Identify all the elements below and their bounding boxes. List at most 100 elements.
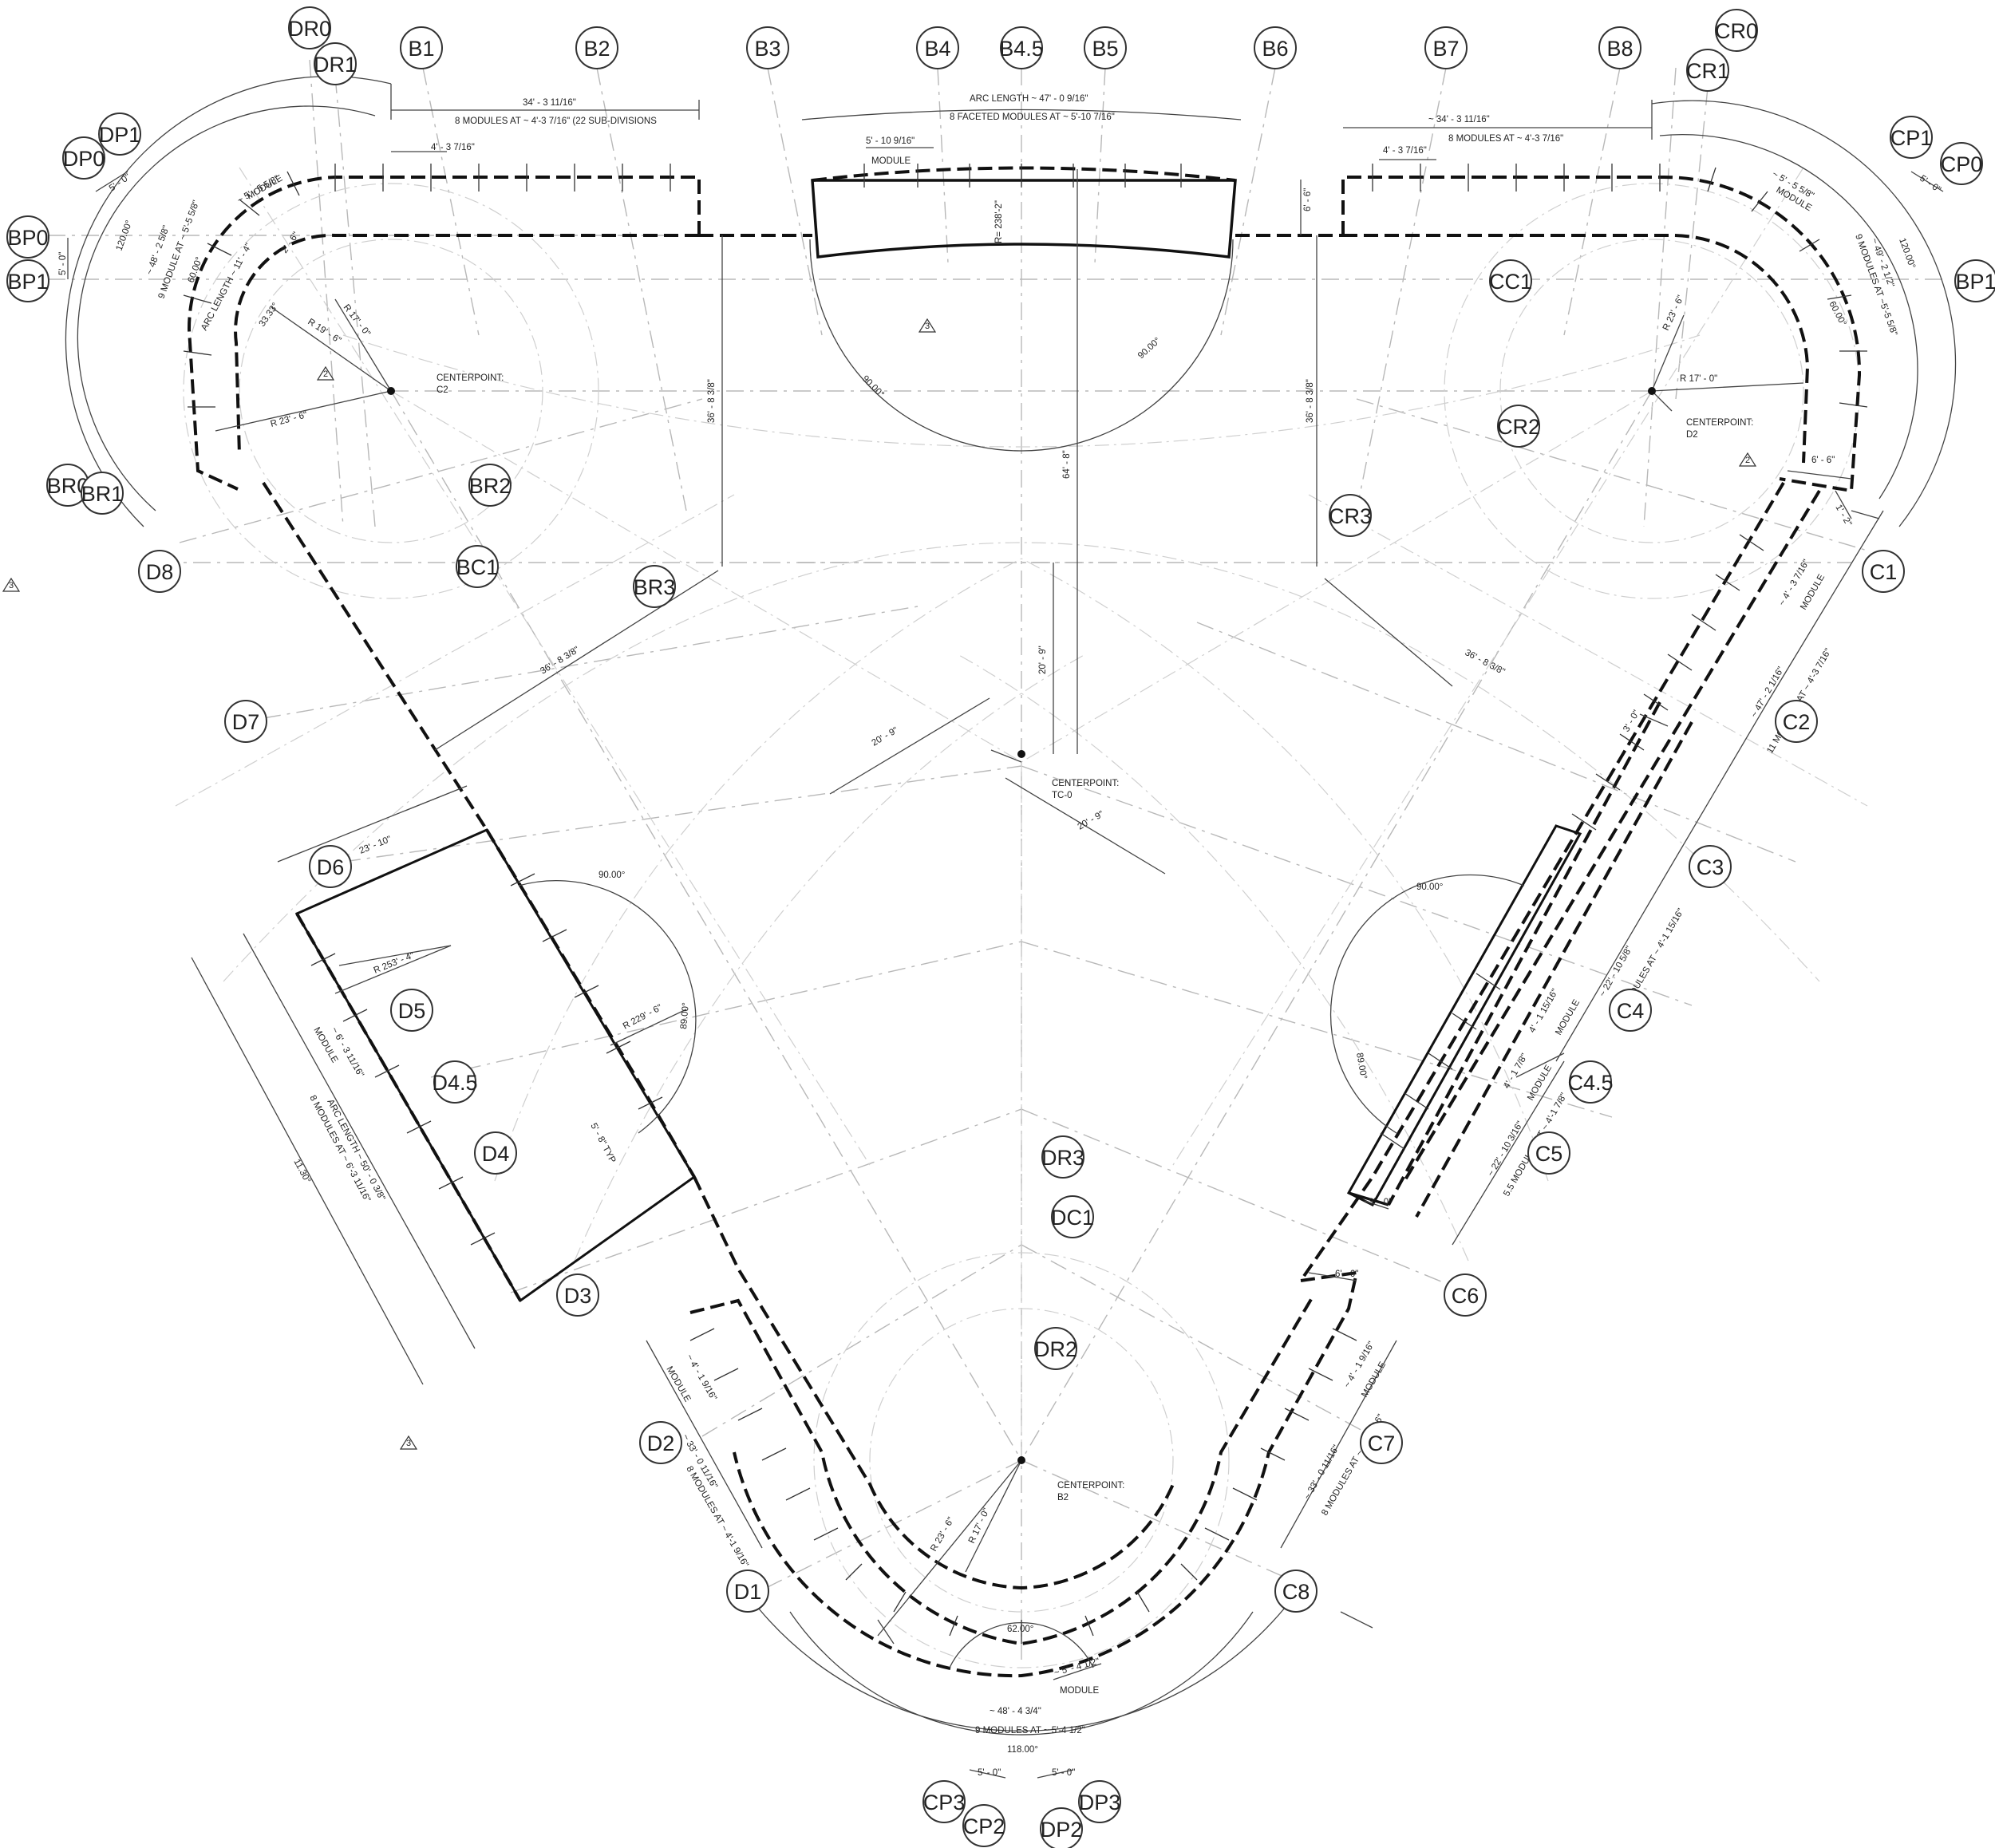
grid-bubble-cr0: CR0 — [1715, 9, 1758, 52]
note-top-right-length: ~ 34' - 3 11/16" — [1428, 115, 1490, 124]
note-cp-d2-a: CENTERPOINT: — [1686, 418, 1753, 428]
note-6-6-lower: 6' - 6" — [1335, 1270, 1358, 1279]
grid-bubble-dr3: DR3 — [1041, 1135, 1084, 1179]
note-90-top-left: 90.00° — [860, 374, 886, 400]
grid-bubble-label: B1 — [408, 37, 434, 61]
grid-bubble-label: CP3 — [923, 1791, 966, 1814]
revision-tag: 3 — [399, 1435, 418, 1450]
grid-bubble-cr2: CR2 — [1497, 405, 1540, 448]
grid-bubble-label: CP2 — [963, 1814, 1005, 1838]
grid-bubble-label: B4.5 — [999, 37, 1044, 61]
note-120-right: 120.00° — [1897, 237, 1917, 270]
grid-bubble-d4-5: D4.5 — [432, 1060, 478, 1104]
grid-bubble-c8: C8 — [1274, 1570, 1317, 1613]
note-r23-6-right: R 23' - 6" — [1661, 294, 1686, 332]
note-89-right: 89.00° — [1354, 1052, 1369, 1080]
grid-bubble-cp3: CP3 — [922, 1780, 966, 1823]
svg-text:3: 3 — [9, 581, 14, 590]
note-11-30: 11.30° — [291, 1158, 312, 1185]
module-ticks — [183, 164, 1868, 1644]
grid-bubble-label: CC1 — [1489, 270, 1532, 294]
grid-bubble-bc1: BC1 — [456, 545, 499, 588]
dimensions — [65, 76, 1957, 1779]
grid-bubble-c4: C4 — [1609, 989, 1652, 1032]
grid-bubble-label: CR0 — [1715, 19, 1758, 43]
grid-bubble-br2: BR2 — [468, 464, 512, 507]
note-top-right-sub: 4' - 3 7/16" — [1383, 146, 1427, 156]
note-c-sub-b: 4' - 1 15/16" — [1527, 987, 1560, 1034]
grid-bubble-label: D3 — [564, 1284, 592, 1308]
grid-bubble-dc1: DC1 — [1051, 1195, 1094, 1238]
grid-bubble-label: D6 — [317, 855, 345, 879]
grid-bubble-label: B2 — [583, 37, 610, 61]
grid-bubble-label: DR0 — [288, 17, 331, 41]
grid-bubble-d4: D4 — [474, 1131, 517, 1175]
note-1-2: 1' - 2" — [1833, 503, 1853, 528]
note-r229: R 229' - 6" — [622, 1003, 664, 1032]
note-5-0-top-right: 5' - 0" — [1918, 174, 1942, 195]
svg-text:3: 3 — [406, 1439, 411, 1448]
revision-tag: 2 — [316, 365, 335, 381]
note-36-8-diag-right: 36' - 8 3/8" — [1464, 648, 1507, 677]
grid-bubble-b4: B4 — [916, 26, 959, 69]
note-3-0-right: 3' - 0" — [1622, 709, 1641, 733]
note-90-left: 90.00° — [598, 871, 625, 880]
note-c-module-a: MODULE — [1799, 573, 1827, 612]
note-top-module-length: 5' - 10 9/16" — [866, 136, 915, 146]
grid-bubble-label: B3 — [754, 37, 780, 61]
grid-bubble-b8: B8 — [1598, 26, 1641, 69]
grid-bubble-dp3: DP3 — [1078, 1780, 1121, 1823]
note-cp-tc0-b: TC-0 — [1052, 791, 1073, 800]
note-90-top-right: 90.00° — [1136, 336, 1163, 361]
note-arc-length-top: ARC LENGTH ~ 47' - 0 9/16" — [970, 94, 1088, 104]
grid-bubble-label: BC1 — [456, 555, 499, 579]
grid-bubble-c7: C7 — [1360, 1421, 1403, 1464]
note-bl-count: 8 MODULES AT ~ 4'-1 9/16" — [684, 1465, 750, 1570]
grid-bubble-label: CR2 — [1497, 415, 1540, 439]
note-5-0-top-left: 5' - 0" — [108, 172, 132, 194]
grid-bubble-label: D7 — [232, 710, 260, 734]
note-top-left-length: 34' - 3 11/16" — [523, 98, 576, 108]
note-bot-len: ~ 48' - 4 3/4" — [990, 1707, 1041, 1716]
grid-bubble-label: B4 — [924, 37, 950, 61]
revision-tag: 2 — [1738, 452, 1757, 467]
note-5-0-bot-right: 5' - 0" — [1052, 1768, 1075, 1778]
grid-bubble-label: BR1 — [81, 482, 124, 506]
grid-bubble-d7: D7 — [224, 700, 267, 743]
grid-bubble-label: C7 — [1368, 1431, 1396, 1455]
note-62: 62.00° — [1007, 1625, 1033, 1634]
grid-bubble-label: D1 — [734, 1580, 762, 1604]
grid-bubble-br3: BR3 — [633, 565, 676, 608]
grid-bubble-c6: C6 — [1444, 1273, 1487, 1317]
grid-bubble-b1: B1 — [400, 26, 443, 69]
grid-bubble-label: C3 — [1697, 855, 1724, 879]
note-r19-6: R 19' - 6" — [306, 317, 342, 346]
grid-bubble-label: CP1 — [1890, 126, 1933, 150]
note-r23-6-bot: R 23' - 6" — [929, 1516, 956, 1554]
grid-bubble-d1: D1 — [726, 1570, 769, 1613]
grid-bubble-b3: B3 — [746, 26, 789, 69]
note-cp-b2-a: CENTERPOINT: — [1057, 1481, 1124, 1491]
revision-tag: 3 — [918, 318, 937, 333]
note-r-238: R= 238'-2" — [994, 200, 1004, 243]
grid-bubble-label: CP0 — [1941, 152, 1983, 176]
note-r17-left: R 17' - 0" — [342, 302, 373, 338]
note-20-9-right: 20' - 9" — [1077, 809, 1106, 831]
grid-bubble-b4-5: B4.5 — [999, 26, 1044, 69]
grid-bubble-dp0: DP0 — [62, 136, 105, 180]
grid-bubble-b5: B5 — [1084, 26, 1127, 69]
note-r23-6-left: R 23' - 6" — [270, 410, 309, 429]
grid-bubble-b2: B2 — [575, 26, 618, 69]
grid-bubble-dr0: DR0 — [288, 6, 331, 49]
grid-bubble-label: D5 — [398, 999, 426, 1023]
grid-bubble-label: DP2 — [1041, 1818, 1083, 1842]
grid-bubble-label: C1 — [1870, 560, 1898, 584]
grid-bubble-bp1: BP1 — [1954, 259, 1995, 302]
grid-bubble-label: D4 — [482, 1142, 510, 1166]
note-90-right: 90.00° — [1416, 883, 1443, 892]
grid-bubble-cp2: CP2 — [962, 1804, 1005, 1847]
grid-bubble-label: C6 — [1452, 1284, 1479, 1308]
note-cp-b2-b: B2 — [1057, 1493, 1069, 1502]
note-top-left-modules: 8 MODULES AT ~ 4'-3 7/16" (22 SUB-DIVISI… — [455, 116, 657, 126]
